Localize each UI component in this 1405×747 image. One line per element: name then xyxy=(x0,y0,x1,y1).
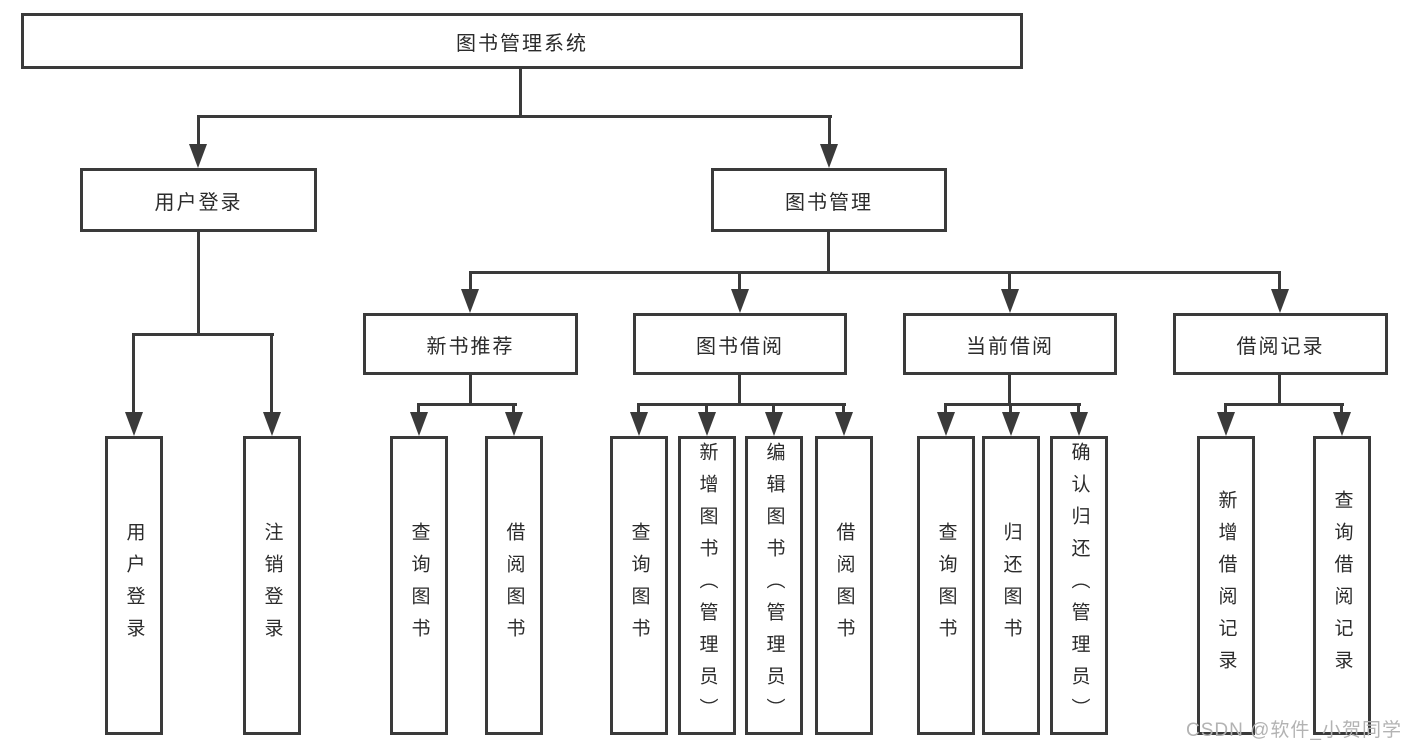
node-book-borrow: 图书借阅 xyxy=(633,313,847,375)
connector-line xyxy=(705,403,708,415)
arrow-down-icon xyxy=(1002,412,1020,436)
leaf-user-login-label: 用户登录 xyxy=(123,521,145,650)
node-borrow-records-label: 借阅记录 xyxy=(1236,335,1325,358)
node-root-label: 图书管理系统 xyxy=(456,32,588,55)
connector-line xyxy=(1224,403,1227,415)
arrow-down-icon xyxy=(698,412,716,436)
connector-line xyxy=(772,403,775,415)
leaf-confirm-return-admin: 确认归还（管理员） xyxy=(1050,436,1108,735)
leaf-add-borrow-record-label: 新增借阅记录 xyxy=(1215,489,1237,682)
connector-line xyxy=(197,232,200,336)
connector-line xyxy=(944,403,947,415)
leaf-query-books-borrow-label: 查询图书 xyxy=(628,521,650,650)
leaf-query-books-current: 查询图书 xyxy=(917,436,975,735)
leaf-return-books-label: 归还图书 xyxy=(1000,521,1022,650)
connector-line xyxy=(1077,403,1080,415)
arrow-down-icon xyxy=(1217,412,1235,436)
arrow-down-icon xyxy=(1001,289,1019,313)
connector-line xyxy=(197,115,832,118)
node-user-login: 用户登录 xyxy=(80,168,317,232)
leaf-add-book-admin: 新增图书（管理员） xyxy=(678,436,736,735)
connector-line xyxy=(469,375,472,406)
connector-line xyxy=(469,271,472,291)
arrow-down-icon xyxy=(125,412,143,436)
node-book-borrow-label: 图书借阅 xyxy=(696,335,784,358)
leaf-query-books-recommend: 查询图书 xyxy=(390,436,448,735)
connector-line xyxy=(132,333,135,413)
leaf-edit-book-admin: 编辑图书（管理员） xyxy=(745,436,803,735)
arrow-down-icon xyxy=(835,412,853,436)
arrow-down-icon xyxy=(630,412,648,436)
connector-line xyxy=(1278,271,1281,291)
node-new-book-recommend-label: 新书推荐 xyxy=(426,335,515,358)
node-new-book-recommend: 新书推荐 xyxy=(363,313,578,375)
leaf-query-books-recommend-label: 查询图书 xyxy=(408,521,430,650)
leaf-add-book-admin-label: 新增图书（管理员） xyxy=(696,441,718,730)
leaf-borrow-books-recommend: 借阅图书 xyxy=(485,436,543,735)
connector-line xyxy=(417,403,517,406)
node-borrow-records: 借阅记录 xyxy=(1173,313,1388,375)
node-current-borrow: 当前借阅 xyxy=(903,313,1117,375)
arrow-down-icon xyxy=(820,144,838,168)
connector-line xyxy=(197,115,200,147)
leaf-logout: 注销登录 xyxy=(243,436,301,735)
leaf-add-borrow-record: 新增借阅记录 xyxy=(1197,436,1255,735)
node-root: 图书管理系统 xyxy=(21,13,1023,69)
node-user-login-label: 用户登录 xyxy=(154,191,243,214)
leaf-query-books-borrow: 查询图书 xyxy=(610,436,668,735)
arrow-down-icon xyxy=(765,412,783,436)
arrow-down-icon xyxy=(263,412,281,436)
leaf-query-borrow-record-label: 查询借阅记录 xyxy=(1331,489,1353,682)
connector-line xyxy=(828,115,831,147)
connector-line xyxy=(1009,403,1012,415)
connector-line xyxy=(738,375,741,406)
arrow-down-icon xyxy=(189,144,207,168)
leaf-user-login: 用户登录 xyxy=(105,436,163,735)
arrow-down-icon xyxy=(505,412,523,436)
connector-line xyxy=(1008,271,1011,291)
leaf-borrow-books-borrow: 借阅图书 xyxy=(815,436,873,735)
connector-line xyxy=(842,403,845,415)
arrow-down-icon xyxy=(1333,412,1351,436)
leaf-query-books-current-label: 查询图书 xyxy=(935,521,957,650)
node-current-borrow-label: 当前借阅 xyxy=(966,335,1054,358)
arrow-down-icon xyxy=(1271,289,1289,313)
leaf-query-borrow-record: 查询借阅记录 xyxy=(1313,436,1371,735)
connector-line xyxy=(519,69,522,118)
leaf-edit-book-admin-label: 编辑图书（管理员） xyxy=(763,441,785,730)
node-book-management: 图书管理 xyxy=(711,168,947,232)
connector-line xyxy=(1008,375,1011,406)
leaf-borrow-books-borrow-label: 借阅图书 xyxy=(833,521,855,650)
leaf-borrow-books-recommend-label: 借阅图书 xyxy=(503,521,525,650)
connector-line xyxy=(738,271,741,291)
connector-line xyxy=(1224,403,1344,406)
watermark-text: CSDN @软件_小贺同学 xyxy=(1186,720,1402,741)
arrow-down-icon xyxy=(410,412,428,436)
leaf-logout-label: 注销登录 xyxy=(261,521,283,650)
connector-line xyxy=(512,403,515,415)
connector-line xyxy=(270,333,273,413)
connector-line xyxy=(132,333,274,336)
connector-line xyxy=(637,403,640,415)
connector-line xyxy=(1278,375,1281,406)
connector-line xyxy=(1340,403,1343,415)
connector-line xyxy=(944,403,1081,406)
leaf-confirm-return-admin-label: 确认归还（管理员） xyxy=(1068,441,1090,730)
connector-line xyxy=(637,403,846,406)
connector-line xyxy=(417,403,420,415)
connector-line xyxy=(469,271,1281,274)
connector-line xyxy=(827,232,830,274)
arrow-down-icon xyxy=(937,412,955,436)
arrow-down-icon xyxy=(1070,412,1088,436)
leaf-return-books: 归还图书 xyxy=(982,436,1040,735)
arrow-down-icon xyxy=(731,289,749,313)
node-book-management-label: 图书管理 xyxy=(785,191,873,214)
arrow-down-icon xyxy=(461,289,479,313)
